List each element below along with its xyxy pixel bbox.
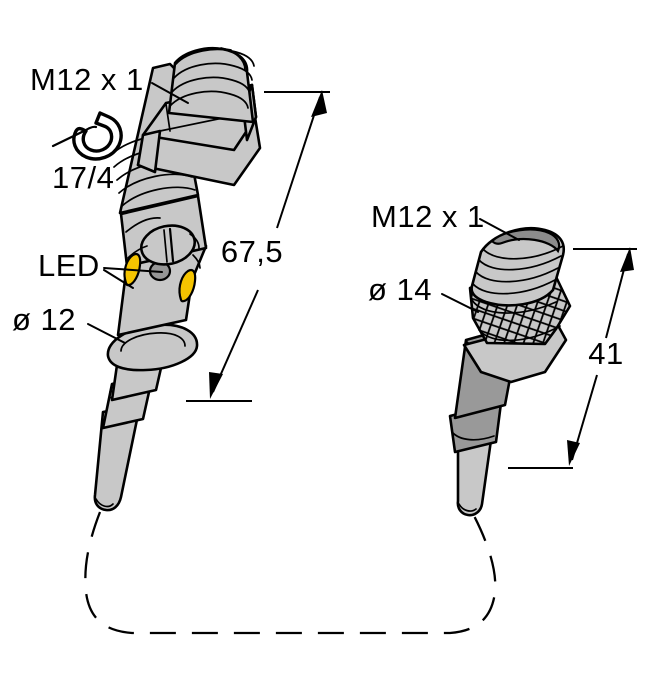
- sensor-cable-tail: [93, 403, 142, 512]
- label-sensor-diameter-text: ø 12: [12, 302, 76, 337]
- cable-dashed-run: [84, 511, 497, 635]
- label-connector-thread: M12 x 1: [371, 199, 520, 241]
- label-connector-thread-text: M12 x 1: [371, 199, 485, 234]
- sensor-adjuster-screw: [139, 224, 197, 266]
- wrench-size-text: 17/4: [52, 160, 114, 195]
- connector-cable-tail: [456, 431, 494, 517]
- led-yellow-right: [178, 268, 197, 303]
- label-sensor-thread: M12 x 1: [30, 62, 189, 104]
- label-led: LED: [38, 248, 163, 289]
- dimension-value-41: 41: [588, 336, 623, 371]
- dimension-41: 41: [508, 247, 637, 469]
- label-connector-diameter: ø 14: [368, 272, 479, 313]
- label-sensor-diameter: ø 12: [12, 302, 126, 344]
- label-sensor-thread-text: M12 x 1: [30, 62, 144, 97]
- dimension-value-67-5: 67,5: [221, 234, 283, 269]
- wrench-icon: [51, 111, 123, 161]
- sensor-thread-upper: [167, 46, 255, 124]
- label-connector-diameter-text: ø 14: [368, 272, 432, 307]
- connector-assembly: [448, 226, 572, 517]
- dimension-67-5: 67,5: [186, 90, 330, 402]
- wrench-spec-group: 17/4: [51, 111, 123, 195]
- label-led-text: LED: [38, 248, 100, 283]
